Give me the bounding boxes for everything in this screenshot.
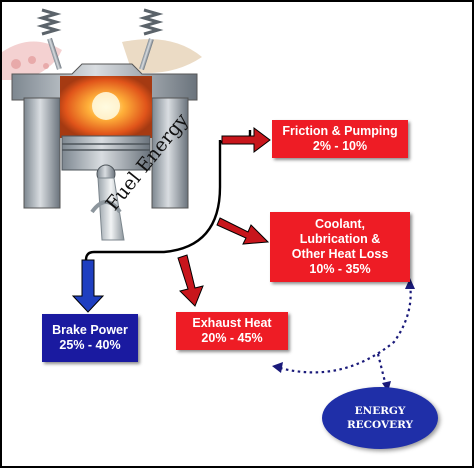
coolant-title-1: Coolant, xyxy=(315,217,365,231)
coolant-title-3: Other Heat Loss xyxy=(291,247,389,261)
coolant-heat-loss-box: Coolant, Lubrication & Other Heat Loss 1… xyxy=(270,212,410,282)
brake-power-box: Brake Power 25% - 40% xyxy=(42,314,138,362)
recovery-link-arrowhead-top xyxy=(405,278,415,289)
recovery-link-arrowhead-left xyxy=(272,362,283,373)
friction-title: Friction & Pumping xyxy=(282,124,398,138)
exhaust-heat-box: Exhaust Heat 20% - 45% xyxy=(176,312,288,350)
friction-range: 2% - 10% xyxy=(312,139,368,153)
engine-cylinder-illustration xyxy=(2,8,202,241)
exhaust-title: Exhaust Heat xyxy=(192,316,272,330)
brake-power-arrow xyxy=(71,259,105,313)
friction-pumping-box: Friction & Pumping 2% - 10% xyxy=(272,120,408,158)
brake-title: Brake Power xyxy=(52,323,128,337)
energy-recovery-ellipse: ENERGY RECOVERY xyxy=(322,387,438,449)
coolant-title-2: Lubrication & xyxy=(299,232,381,246)
exhaust-range: 20% - 45% xyxy=(201,331,263,345)
recovery-line-2: RECOVERY xyxy=(346,419,414,431)
friction-arrow xyxy=(221,127,271,153)
exhaust-arrow xyxy=(177,254,204,307)
recovery-feedback-link xyxy=(279,283,412,387)
brake-range: 25% - 40% xyxy=(59,338,121,352)
coolant-arrow xyxy=(216,217,270,245)
recovery-line-1: ENERGY xyxy=(354,405,406,417)
coolant-range: 10% - 35% xyxy=(309,262,371,276)
